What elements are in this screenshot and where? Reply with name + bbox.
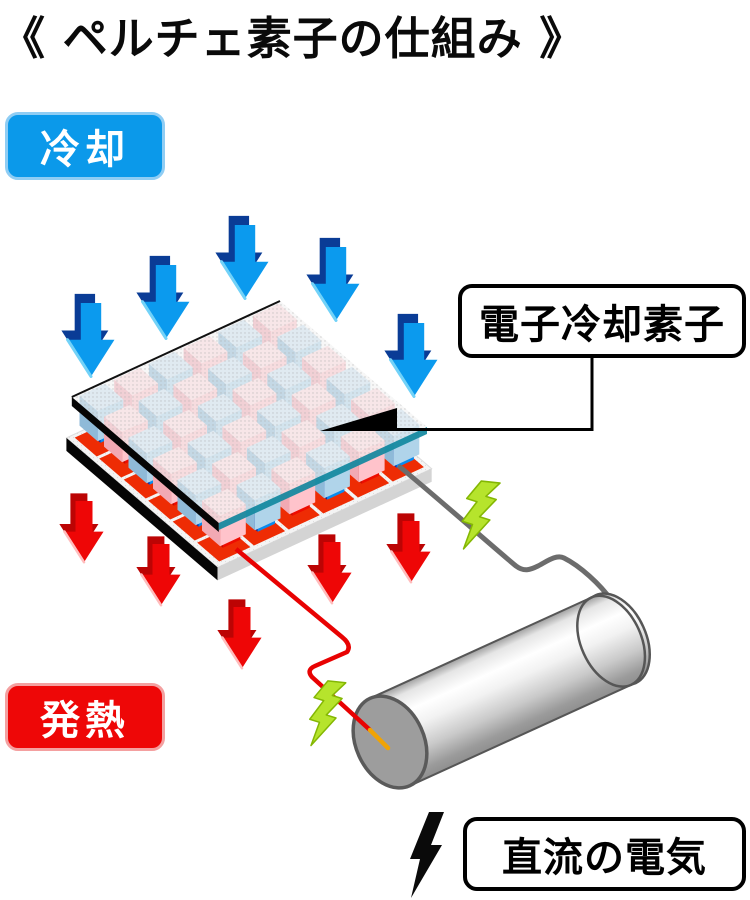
top-plate	[71, 300, 428, 532]
cool-arrow-2	[136, 255, 190, 340]
heat-arrow-4	[307, 534, 352, 605]
page-title: 《 ペルチェ素子の仕組み 》	[0, 12, 586, 65]
spark-icon-2	[308, 680, 347, 747]
cooling-badge: 冷却	[5, 112, 165, 180]
cool-arrow-3	[215, 215, 269, 300]
battery-cylinder	[351, 592, 651, 790]
device-callout-pointer	[320, 357, 594, 431]
heat-arrow-5	[386, 513, 431, 584]
black-wire	[397, 464, 619, 613]
cool-arrow-1	[61, 293, 115, 378]
heat-arrow-1	[59, 493, 104, 564]
lightning-bolt-icon	[410, 812, 444, 898]
heat-arrow-2	[136, 536, 181, 607]
spark-icon-1	[461, 480, 501, 550]
device-callout-label: 電子冷却素子	[458, 284, 746, 358]
heating-badge: 発熱	[5, 683, 165, 751]
red-wire	[234, 547, 391, 751]
power-callout-label: 直流の電気	[463, 817, 746, 891]
cool-arrow-5	[384, 313, 438, 398]
cool-arrow-4	[306, 237, 360, 322]
peltier-device	[65, 300, 433, 581]
heat-arrow-3	[217, 599, 262, 670]
